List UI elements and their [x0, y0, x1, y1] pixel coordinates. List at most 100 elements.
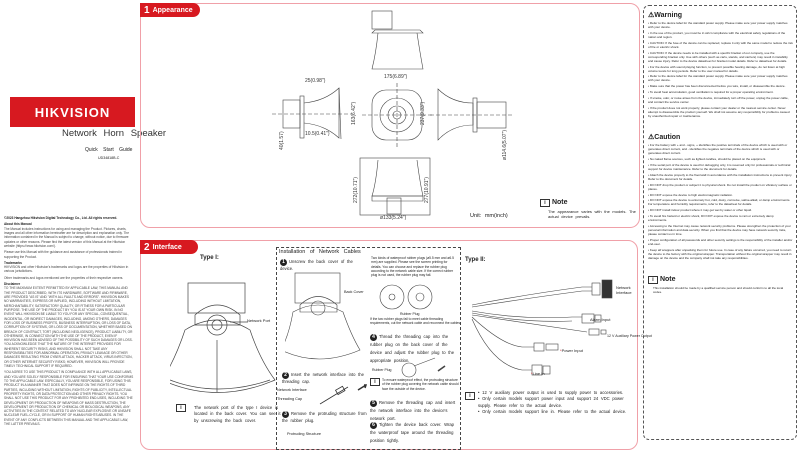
- rubber-plugs-drawing: [379, 284, 433, 310]
- document-code: UD34818B-C: [98, 156, 120, 160]
- logo-text: HIKVISION: [34, 104, 111, 120]
- network-port-label: Network Port: [247, 318, 271, 323]
- plug-info: Two kinds of waterproof rubber plugs (ø5…: [371, 256, 455, 278]
- caution-heading: ⚠Caution: [648, 133, 680, 141]
- list-item: Keep all wrappers after unpacking them f…: [648, 248, 793, 261]
- dim-flange: 25(0.98"): [305, 78, 326, 84]
- product-title: Network Horn Speaker: [62, 128, 167, 139]
- list-item: Attach the device properly to the floor/…: [648, 173, 793, 182]
- list-item: In the use of the product, you must be i…: [648, 31, 793, 40]
- rubber-plug-label: Rubber Plug: [400, 312, 420, 316]
- disclaimer-text: TO THE MAXIMUM EXTENT PERMITTED BY APPLI…: [4, 286, 133, 368]
- type2-cable-drawing: [471, 279, 613, 376]
- step-number-2: 2: [282, 372, 289, 379]
- info-icon: i: [176, 404, 186, 412]
- copyright: ©2023 Hangzhou Hikvision Digital Technol…: [4, 216, 118, 220]
- cable-label-power-input: *Power Input: [560, 348, 583, 353]
- dim-depth: 237(9.33"): [420, 101, 426, 125]
- section-title: Interface: [152, 243, 182, 251]
- top-view: [371, 10, 424, 70]
- list-item: If the product does not work properly, p…: [648, 106, 793, 119]
- cable-label-alarm-input: Alarm Input: [590, 317, 611, 322]
- disclaimer-heading: Disclaimer: [4, 282, 21, 287]
- installation-title: Installation of Network Cables: [279, 249, 361, 255]
- list-item: Refer to the device label for the standa…: [648, 21, 793, 30]
- protruding-structure-label: Protruding Structure: [287, 432, 321, 436]
- back-cover-label: Back Cover: [344, 290, 364, 294]
- guide-subtitle: Quick Start Guide: [85, 147, 133, 153]
- dim-length-1: 272(10.71"): [353, 177, 359, 203]
- appearance-note-text: The appearance varies with the models. T…: [548, 209, 636, 220]
- cable-label-aux-power: 12 V Auxiliary Power Output: [607, 334, 652, 338]
- list-item: Refer to the device label for the standa…: [648, 75, 793, 83]
- list-item: To avoid heat accumulation, good ventila…: [648, 90, 793, 95]
- step-text: Thread the threading cap into the rubber…: [370, 334, 455, 363]
- network-interface-label: Network Interface: [277, 388, 307, 392]
- appearance-panel: [140, 3, 640, 228]
- warning-list: Refer to the device label for the standa…: [648, 21, 793, 121]
- trademarks-text: HIKVISION and other Hikvision's trademar…: [4, 265, 129, 274]
- cable-label-network-interface: Network Interface: [616, 285, 632, 296]
- caution-triangle-icon: ⚠: [648, 134, 655, 141]
- legal-text: ©2023 Hangzhou Hikvision Digital Technol…: [4, 216, 134, 428]
- dim-flange-thickness: 10.5(0.41"): [305, 131, 330, 137]
- back-cover-drawing: [285, 272, 361, 360]
- note-item: 12 V auxiliary power output is used to s…: [478, 390, 638, 396]
- side-view-right: [430, 88, 512, 141]
- type1-note: The network port of the type I device is…: [194, 405, 281, 423]
- list-item: CAUTION: If the device needs to be insta…: [648, 51, 793, 64]
- list-item: For the battery with + and - signs, + id…: [648, 143, 793, 156]
- about-text-2: Please use this Manual with the guidance…: [4, 250, 123, 259]
- appearance-note-title: i Note: [540, 199, 568, 207]
- list-item: Accessing to the Internet may cause netw…: [648, 224, 793, 237]
- caution-list: For the battery with + and - signs, + id…: [648, 143, 793, 263]
- dim-width: 175(6.89"): [384, 74, 408, 80]
- rubber-plug-drawing: [401, 357, 446, 378]
- cable-label-line-in: *Line In: [531, 371, 545, 376]
- disclaimer-text-2: YOU AGREE TO USE THIS PRODUCT IN COMPLIA…: [4, 370, 134, 427]
- section-number: 1: [144, 4, 150, 16]
- dim-diameter: ø114.6(5.07"): [502, 129, 508, 160]
- bottom-view: [359, 157, 431, 216]
- type1-label: Type I:: [200, 255, 219, 261]
- note-item: Only certain models support line in. Ple…: [478, 409, 638, 415]
- caution-title: Caution: [654, 134, 681, 141]
- section-number: 2: [144, 241, 150, 253]
- type2-label: Type II:: [465, 257, 486, 263]
- dim-length-2: 277(10.91"): [424, 177, 430, 203]
- trademarks-heading: Trademarks: [4, 260, 22, 265]
- note-title: Note: [659, 276, 676, 283]
- dim-height: 163(6.42"): [351, 101, 357, 125]
- list-item: If the serial port of the device is used…: [648, 163, 793, 172]
- safety-box: [643, 5, 797, 440]
- list-item: If smoke, odor, or noise arises from the…: [648, 96, 793, 105]
- appearance-drawing: [272, 10, 512, 216]
- step-number-4: 4: [370, 334, 377, 341]
- about-heading: About this Manual: [4, 222, 32, 227]
- installation-box: [276, 247, 461, 450]
- info-icon: i: [370, 378, 380, 386]
- dim-back: 40(1.57): [279, 131, 285, 150]
- waterproof-note: To ensure waterproof effect, the protrud…: [382, 378, 459, 391]
- info-icon: i: [465, 392, 475, 400]
- section-title: Appearance: [152, 6, 193, 14]
- install-note-text: This installation should be made by a qu…: [653, 286, 784, 294]
- info-icon: i: [648, 276, 658, 284]
- step-number-1: 1: [280, 259, 287, 266]
- step-number-3: 3: [282, 411, 289, 418]
- note-title: Note: [551, 199, 568, 206]
- dim-mouth-diameter: ø133(5.24"): [380, 215, 407, 221]
- unit-label: Unit: mm(inch): [470, 213, 508, 219]
- label-text: Power Input: [561, 348, 583, 353]
- install-note-heading: i Note: [648, 276, 676, 284]
- trademarks-text-2: Other trademarks and logos mentioned are…: [4, 275, 124, 280]
- list-item: For the device with sound playing functi…: [648, 65, 793, 74]
- step-text: Remove the threading cap and insert the …: [370, 400, 456, 421]
